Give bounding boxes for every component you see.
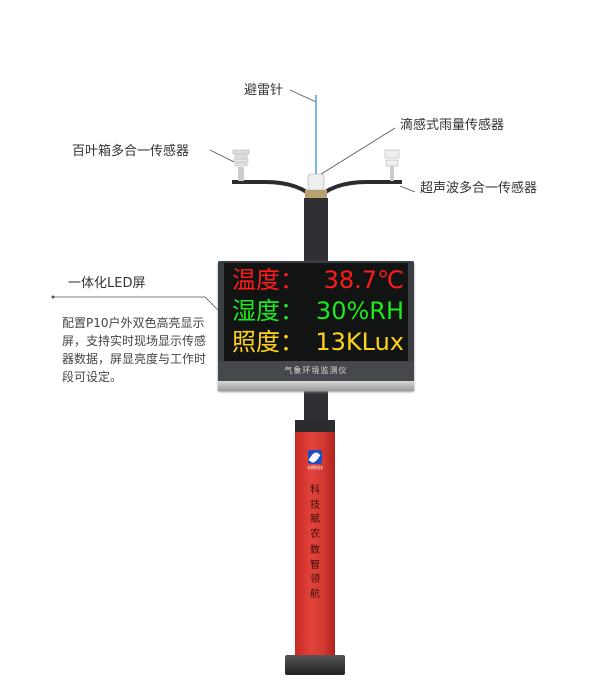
left-arm: [232, 180, 318, 202]
louver-box-sensor: [232, 149, 250, 181]
slogan-1: 科技赋农: [310, 485, 320, 540]
leader-dot: [51, 295, 55, 299]
row-value: 30%RH: [315, 297, 404, 325]
leader-led: [54, 296, 225, 317]
row-value: 13KLux: [315, 328, 404, 356]
screen-strip: [218, 381, 414, 391]
led-screen: 温度： 38.7℃ 湿度： 30%RH 照度： 13KLux 气象环境监测仪: [218, 261, 414, 391]
leader-ultrasonic: [399, 185, 416, 193]
led-description: 配置P10户外双色高亮显示屏，支持实时现场显示传感器数据，屏显亮度与工作时段可设…: [62, 316, 207, 384]
red-column: 丰德科技 科技赋农 数智领航: [295, 420, 335, 660]
row-value: 38.7℃: [323, 266, 404, 294]
column-base: [285, 655, 345, 675]
label-ultrasonic-sensor: 超声波多合一传感器: [420, 181, 538, 196]
leader-louver: [209, 149, 235, 163]
row-key: 湿度：: [232, 297, 304, 325]
pole-upper: [304, 198, 328, 262]
label-louver-sensor: 百叶箱多合一传感器: [72, 144, 190, 159]
logo-text: 丰德科技: [307, 465, 323, 470]
pole-middle: [304, 390, 328, 422]
leader-lightning-rod: [289, 89, 317, 103]
label-lightning-rod: 避雷针: [244, 83, 284, 98]
leaf-logo-icon: [308, 450, 322, 464]
row-key: 温度：: [232, 266, 304, 294]
panel-title: 气象环境监测仪: [218, 361, 414, 381]
label-rain-sensor: 滴感式雨量传感器: [400, 118, 505, 133]
right-arm: [314, 180, 402, 202]
rain-sensor: [307, 173, 325, 191]
row-key: 照度：: [232, 328, 304, 356]
column-cap: [295, 420, 335, 432]
slogan-2: 数智领航: [310, 545, 320, 600]
leader-rain: [317, 127, 396, 177]
label-led-screen: 一体化LED屏: [68, 276, 146, 291]
led-display: 温度： 38.7℃ 湿度： 30%RH 照度： 13KLux: [224, 263, 408, 361]
ultrasonic-sensor: [384, 149, 400, 181]
